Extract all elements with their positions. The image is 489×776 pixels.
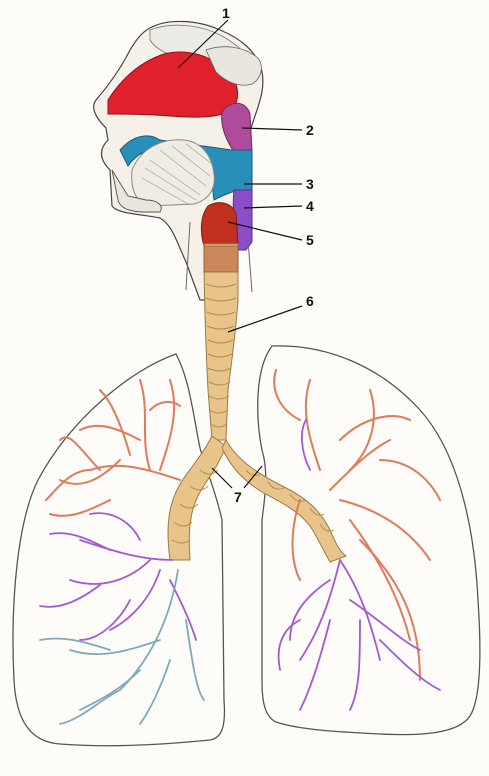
label-6: 6: [306, 293, 314, 309]
right-lung-veins-purple: [279, 420, 440, 710]
bronchi: [168, 436, 346, 562]
label-3: 3: [306, 176, 314, 192]
trachea: [204, 244, 238, 440]
right-lung-arteries: [274, 370, 440, 680]
leader-7a: [212, 468, 232, 488]
label-7: 7: [234, 489, 242, 505]
leader-4: [244, 206, 302, 208]
left-lung-arteries: [46, 380, 180, 516]
left-main-bronchus: [168, 436, 226, 560]
trachea-body: [204, 244, 238, 440]
right-lung-outline: [258, 346, 480, 735]
left-lung-veins-blue: [40, 570, 204, 724]
larynx: [201, 203, 238, 246]
label-2: 2: [306, 122, 314, 138]
label-5: 5: [306, 232, 314, 248]
leader-6: [228, 306, 302, 332]
lungs: [13, 346, 480, 746]
label-1: 1: [222, 5, 230, 21]
label-4: 4: [306, 198, 314, 214]
trachea-upper-dark: [204, 246, 238, 272]
